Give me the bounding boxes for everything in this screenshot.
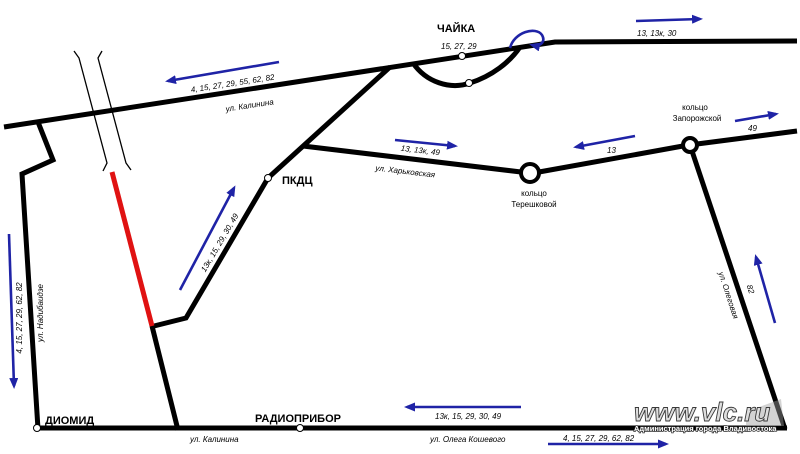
ring-label-zaporozhskoy-line2: Запорожской bbox=[673, 114, 722, 123]
stop-labels: ЧАЙКА ПКДЦ ДИОМИД РАДИОПРИБОР bbox=[45, 22, 475, 427]
road-network bbox=[3, 38, 798, 431]
road-kalinina-upper bbox=[3, 38, 798, 130]
route-label-top-right: 13, 13к, 30 bbox=[637, 29, 677, 38]
street-label-nadibaidze: ул. Надибаидзе bbox=[36, 284, 45, 343]
stop-label-chaika: ЧАЙКА bbox=[437, 22, 475, 35]
street-labels: ул. Калинина ул. Харьковская ул. Надибаи… bbox=[36, 97, 740, 444]
route-label-nadibaidze: 4, 15, 27, 29, 62, 82 bbox=[15, 282, 24, 354]
street-label-kharkovskaya: ул. Харьковская bbox=[374, 163, 436, 179]
road-lower-connector bbox=[149, 325, 181, 431]
bridge-icon bbox=[73, 50, 132, 172]
street-label-kalinina-lower: ул. Калинина bbox=[189, 435, 239, 444]
stop-markers bbox=[33, 52, 473, 432]
route-label-koshevogo-lower: 4, 15, 27, 29, 62, 82 bbox=[563, 434, 635, 443]
bridge-left-edge bbox=[73, 50, 108, 172]
road-nadibaidze bbox=[19, 121, 57, 430]
road-pkdc bbox=[149, 65, 392, 330]
bus-stop-chaika-loop-icon bbox=[465, 79, 473, 87]
arrow-up-icon bbox=[753, 254, 777, 324]
ring-label-tereshkovoy-line2: Терешковой bbox=[511, 200, 556, 209]
bridge-right-edge bbox=[97, 50, 132, 171]
stop-label-radiopribor: РАДИОПРИБОР bbox=[255, 413, 341, 425]
road-zaporozhskoy-east bbox=[696, 128, 798, 147]
arrow-down-icon bbox=[7, 233, 19, 389]
route-label-kharkovskaya: 13, 13к, 49 bbox=[400, 144, 441, 158]
arrow-right-icon bbox=[635, 14, 703, 24]
highlighted-road-section bbox=[109, 171, 155, 327]
street-label-kalinina-upper: ул. Калинина bbox=[224, 97, 275, 114]
watermark-backdrop bbox=[746, 399, 784, 426]
route-label-koshevogo-upper: 13к, 15, 29, 30, 49 bbox=[435, 412, 502, 421]
route-direction-arrows bbox=[7, 14, 779, 449]
arrow-right-icon bbox=[394, 138, 458, 150]
road-tereshkovoy-zaporozhskoy bbox=[538, 143, 684, 175]
bus-stop-pkdc-icon bbox=[264, 174, 272, 182]
watermark-site: www.vlc.ru bbox=[634, 397, 770, 427]
road-olegovaya bbox=[689, 150, 788, 430]
stop-label-diomid: ДИОМИД bbox=[45, 415, 94, 427]
route-label-zaporozhskoy-east: 49 bbox=[748, 124, 757, 133]
ring-label-tereshkovoy-line1: кольцо bbox=[521, 189, 547, 198]
u-turn-arrow-icon bbox=[508, 29, 545, 52]
roundabout-labels: кольцо Терешковой кольцо Запорожской bbox=[511, 103, 721, 209]
arrow-left-icon bbox=[165, 60, 280, 85]
arrow-up-right-icon bbox=[178, 185, 236, 291]
arrow-left-icon bbox=[573, 134, 636, 150]
watermark: www.vlc.ru Администрация города Владивос… bbox=[633, 397, 784, 434]
bus-stop-chaika-icon bbox=[458, 52, 466, 60]
street-label-olega-koshevogo: ул. Олега Кошевого bbox=[429, 435, 506, 444]
arrow-right-icon bbox=[734, 110, 779, 123]
watermark-owner: Администрация города Владивостока bbox=[634, 424, 777, 433]
road-chaika-loop bbox=[410, 45, 523, 88]
ring-label-zaporozhskoy-line1: кольцо bbox=[682, 103, 708, 112]
stop-label-pkdc: ПКДЦ bbox=[282, 175, 313, 187]
route-label-chaika: 15, 27, 29 bbox=[441, 42, 477, 51]
route-label-tereshkovoy-zaporozhskoy: 13 bbox=[607, 146, 616, 155]
roundabout-tereshkovoy-icon bbox=[519, 162, 541, 184]
roundabout-zaporozhskoy-icon bbox=[681, 136, 699, 154]
bus-stop-diomid-icon bbox=[33, 424, 41, 432]
bus-stop-radiopribor-icon bbox=[296, 424, 304, 432]
road-kharkovskaya bbox=[302, 143, 522, 175]
route-label-olegovaya: 82 bbox=[745, 284, 756, 296]
